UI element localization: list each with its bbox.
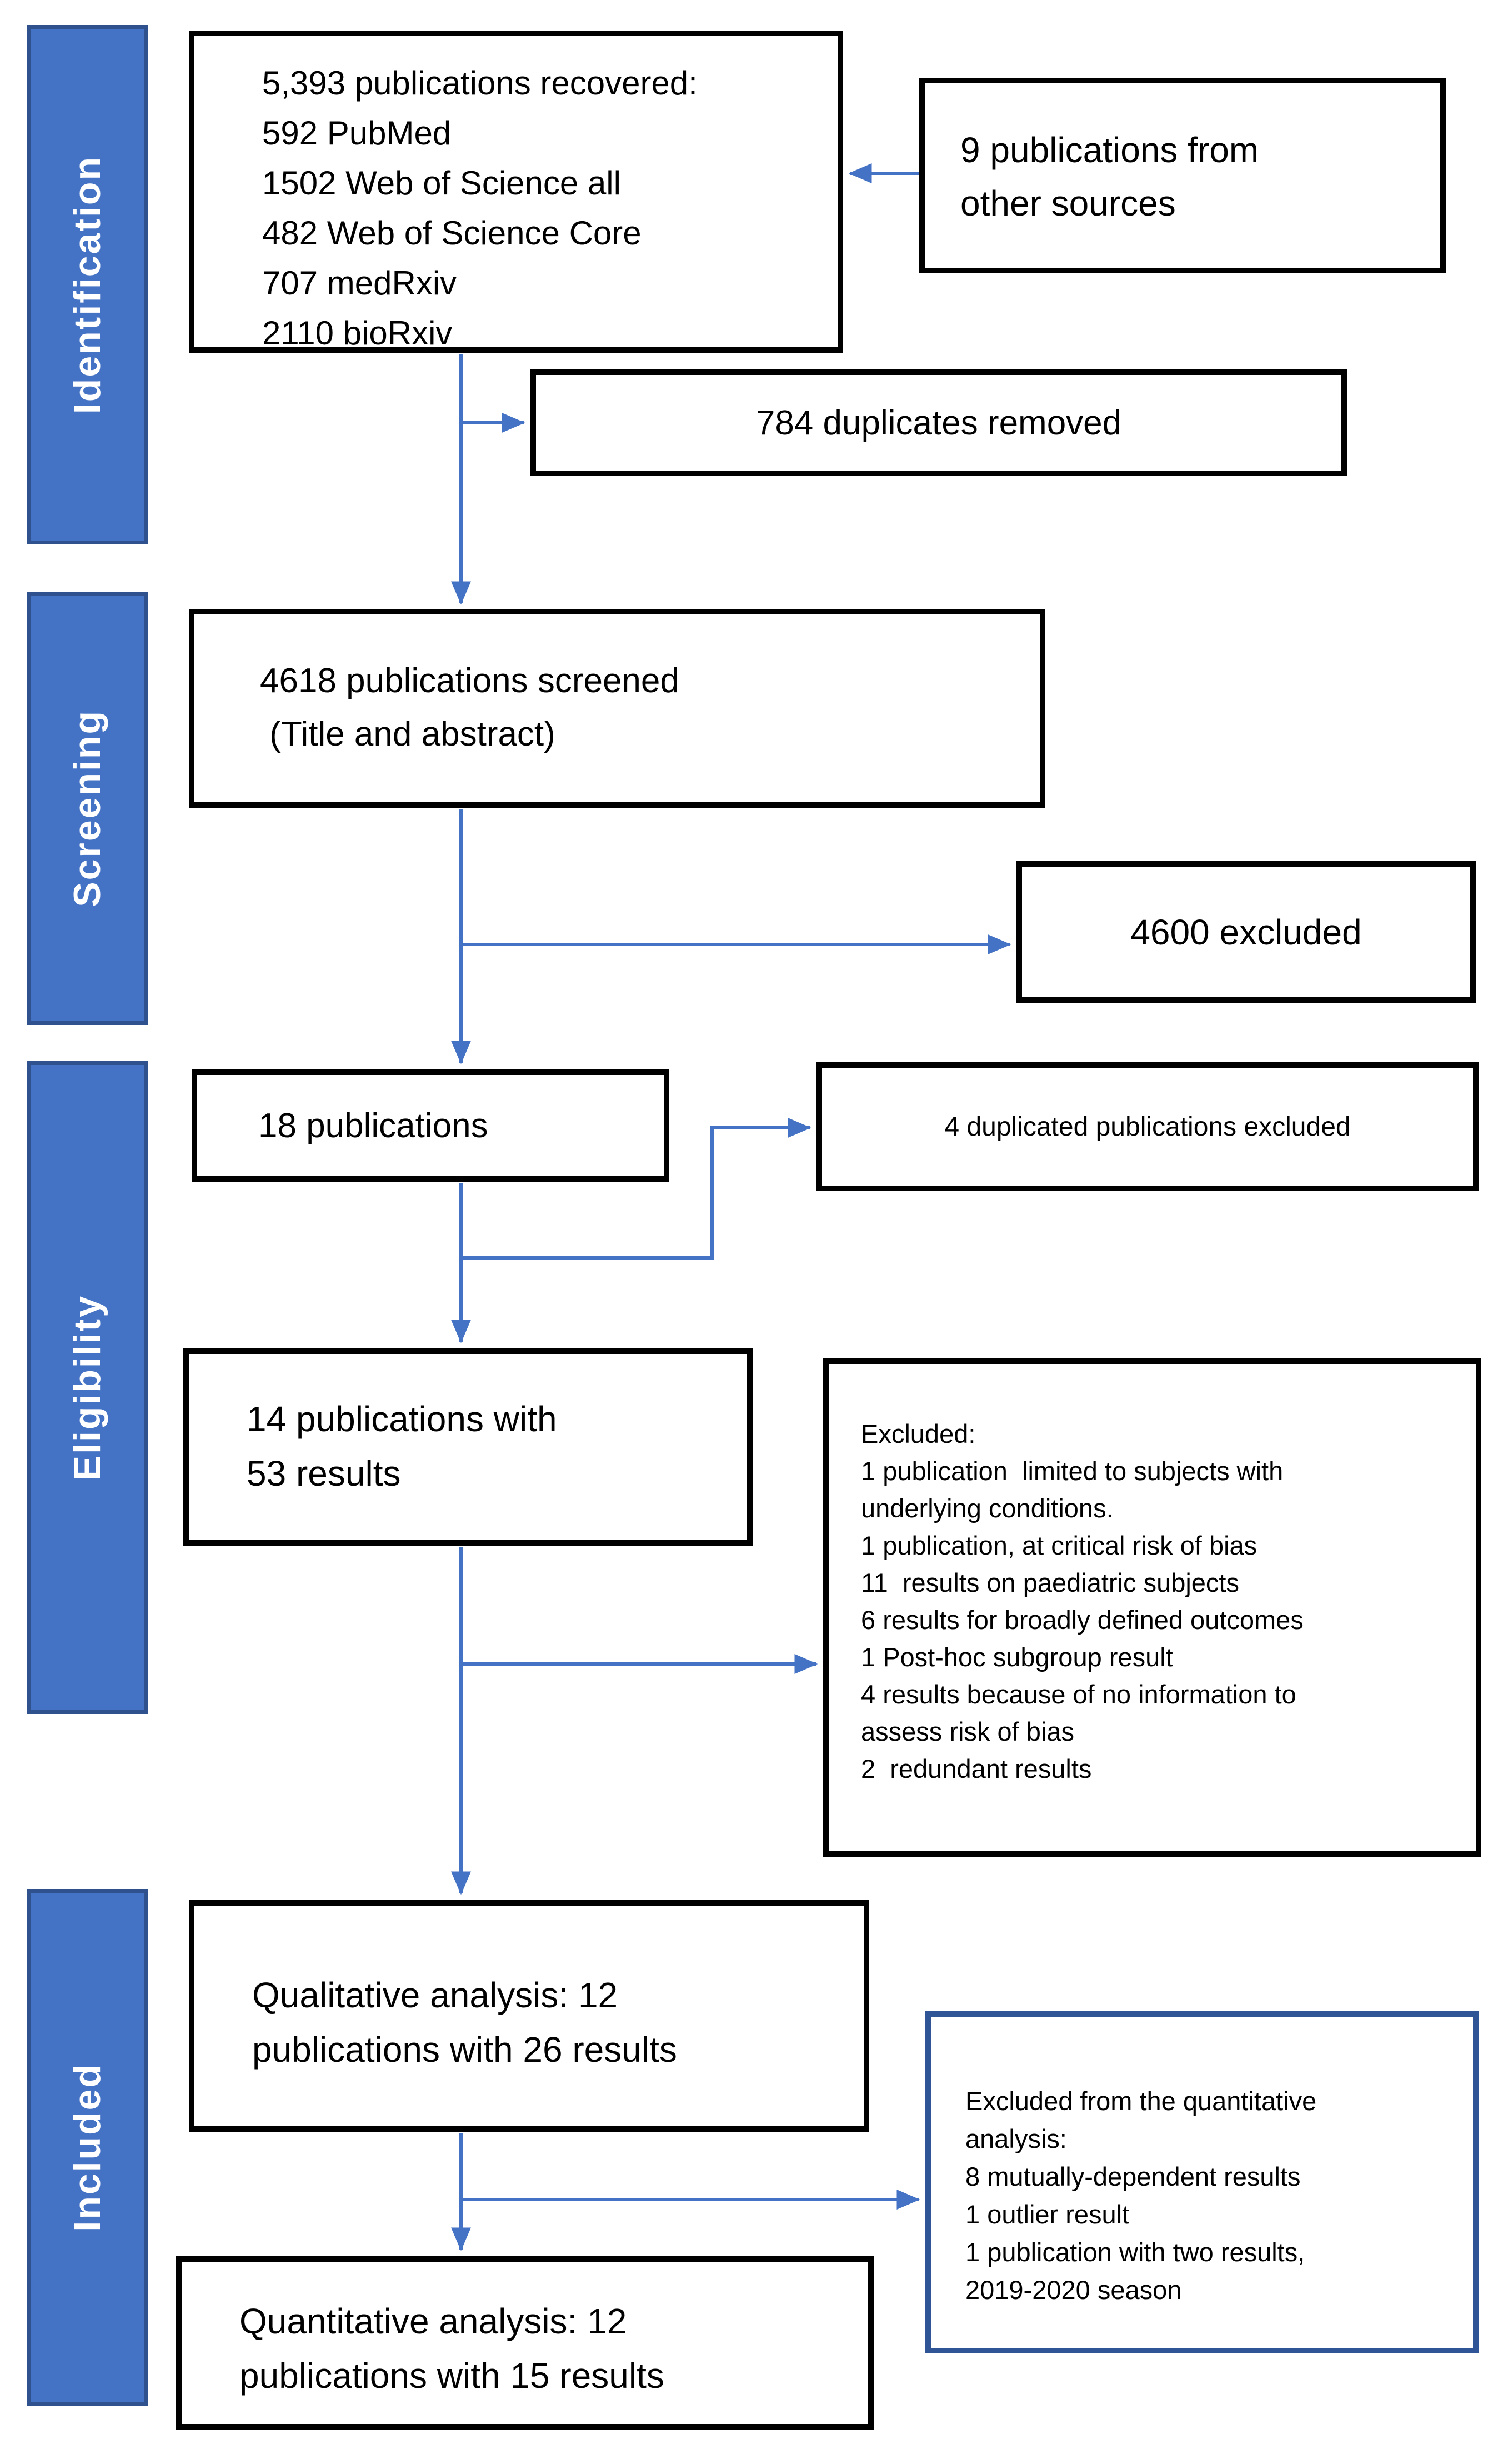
stage-bar-eligibility: Eligibility (27, 1061, 148, 1714)
box-publications-screened: 4618 publications screened (Title and ab… (189, 609, 1045, 808)
excluded-reason-line: 6 results for broadly defined outcomes (861, 1605, 1304, 1635)
excluded-quant-reason-line: 1 outlier result (965, 2200, 1130, 2229)
screened-count-line: 4618 publications screened (260, 662, 679, 700)
excluded-reason-line: 2 redundant results (861, 1754, 1092, 1783)
screened-method-line: (Title and abstract) (260, 715, 555, 753)
excluded-quant-reason-line: 1 publication with two results, (965, 2237, 1305, 2267)
box-qualitative-analysis: Qualitative analysis: 12 publications wi… (189, 1900, 869, 2132)
stage-label-eligibility: Eligibility (66, 1294, 108, 1481)
box-publications-recovered: 5,393 publications recovered: 592 PubMed… (189, 31, 843, 353)
excluded-quant-reason-line: 2019-2020 season (965, 2275, 1182, 2305)
duplicates-removed-text: 784 duplicates removed (755, 403, 1122, 442)
publications-14-line: 14 publications with (247, 1399, 557, 1439)
box-publications-18: 18 publications (192, 1069, 669, 1182)
stage-bar-identification: Identification (27, 25, 148, 544)
stage-label-screening: Screening (66, 709, 108, 907)
recovered-wos-all-line: 1502 Web of Science all (262, 164, 621, 202)
box-duplicates-removed: 784 duplicates removed (530, 369, 1347, 476)
excluded-reason-line: assess risk of bias (861, 1717, 1074, 1746)
other-sources-line: 9 publications from (960, 130, 1259, 170)
recovered-medrxiv-line: 707 medRxiv (262, 264, 457, 302)
excluded-reason-line: 1 Post-hoc subgroup result (861, 1642, 1173, 1672)
stage-label-identification: Identification (66, 155, 108, 414)
quantitative-line: publications with 15 results (239, 2356, 664, 2396)
recovered-pubmed-line: 592 PubMed (262, 114, 452, 152)
duplicated-4-text: 4 duplicated publications excluded (944, 1112, 1351, 1142)
box-excluded-4600: 4600 excluded (1016, 861, 1476, 1003)
box-publications-14: 14 publications with 53 results (183, 1348, 753, 1546)
recovered-biorxiv-line: 2110 bioRxiv (262, 314, 453, 352)
excluded-reason-line: underlying conditions. (861, 1493, 1114, 1523)
stage-bar-screening: Screening (27, 592, 148, 1025)
recovered-total-line: 5,393 publications recovered: (262, 64, 698, 102)
excluded-reason-line: 1 publication limited to subjects with (861, 1456, 1284, 1486)
excluded-reason-line: 11 results on paediatric subjects (861, 1568, 1239, 1597)
publications-14-line: 53 results (247, 1453, 401, 1493)
box-other-sources: 9 publications from other sources (919, 78, 1446, 273)
box-duplicated-publications-excluded: 4 duplicated publications excluded (816, 1062, 1479, 1191)
excluded-4600-text: 4600 excluded (1130, 912, 1362, 952)
publications-18-text: 18 publications (258, 1106, 488, 1145)
recovered-wos-core-line: 482 Web of Science Core (262, 214, 642, 252)
excluded-quant-heading: analysis: (965, 2124, 1067, 2153)
stage-bar-included: Included (27, 1889, 148, 2406)
excluded-reason-line: 1 publication, at critical risk of bias (861, 1531, 1257, 1560)
qualitative-line: publications with 26 results (252, 2030, 677, 2070)
box-excluded-reasons: Excluded: 1 publication limited to subje… (823, 1358, 1481, 1857)
excluded-quant-heading: Excluded from the quantitative (965, 2086, 1317, 2116)
qualitative-line: Qualitative analysis: 12 (252, 1975, 618, 2015)
quantitative-line: Quantitative analysis: 12 (239, 2301, 627, 2341)
excluded-reason-line: 4 results because of no information to (861, 1680, 1296, 1709)
excluded-quant-reason-line: 8 mutually-dependent results (965, 2162, 1301, 2191)
excluded-heading: Excluded: (861, 1419, 976, 1448)
other-sources-line: other sources (960, 183, 1176, 223)
box-excluded-from-quantitative: Excluded from the quantitative analysis:… (925, 2011, 1479, 2353)
box-quantitative-analysis: Quantitative analysis: 12 publications w… (176, 2256, 874, 2430)
stage-label-included: Included (66, 2063, 108, 2232)
